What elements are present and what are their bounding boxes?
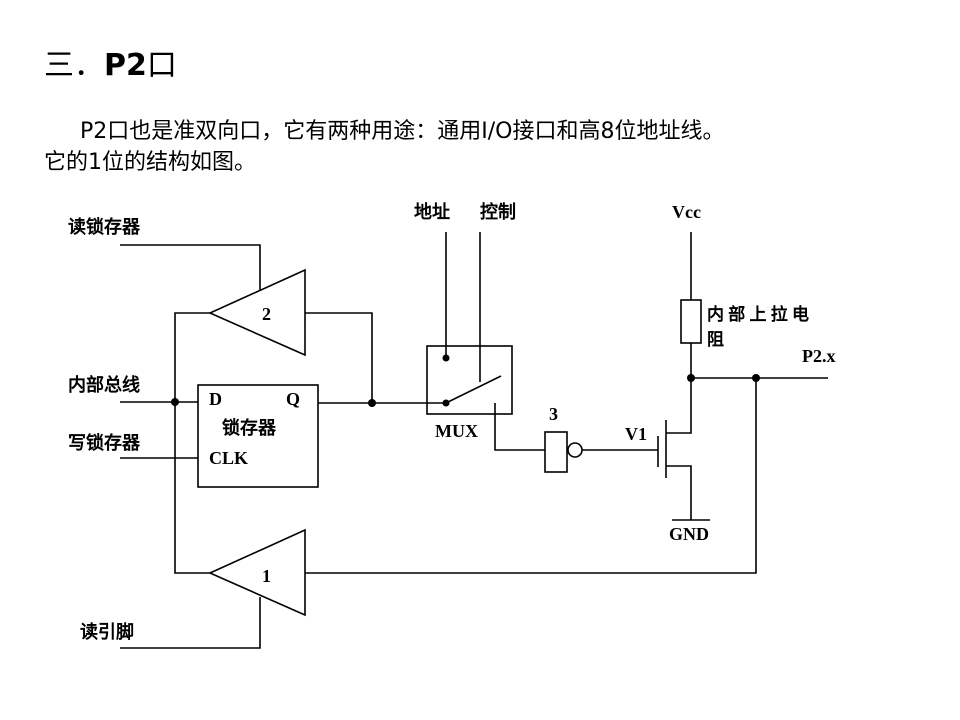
latch-box	[197, 384, 319, 488]
buffer-1-triangle	[208, 528, 306, 617]
slide-title: 三．P2口	[44, 46, 177, 86]
junction-mux-pivot	[442, 399, 450, 407]
description-line-1: P2口也是准双向口，它有两种用途：通用I/O接口和高8位地址线。	[80, 119, 725, 144]
label-read-pin: 读引脚	[80, 621, 134, 642]
wire-read-pin	[120, 597, 261, 649]
junction-mux-address	[442, 354, 450, 362]
wire-pin-feedback	[305, 378, 757, 574]
label-buffer-1: 1	[262, 566, 271, 586]
label-write-latch: 写锁存器	[68, 432, 141, 453]
label-vcc: Vcc	[672, 202, 701, 222]
junction-q	[368, 399, 376, 407]
mux-box	[426, 345, 513, 415]
label-pullup-line1: 内 部 上 拉 电	[707, 304, 809, 324]
description-paragraph: P2口也是准双向口，它有两种用途：通用I/O接口和高8位地址线。 它的1位的结构…	[44, 116, 924, 178]
title-port: P2	[104, 48, 147, 83]
label-address: 地址	[414, 201, 450, 222]
label-gnd: GND	[669, 524, 709, 544]
label-latch-d: D	[209, 389, 222, 409]
wire-mux-out	[494, 403, 545, 451]
transistor-drain	[666, 378, 692, 434]
mux-switch-arm	[445, 375, 502, 404]
inverter-3-bubble	[567, 442, 583, 458]
junction-drain	[687, 374, 695, 382]
label-mux: MUX	[435, 421, 478, 441]
junction-bus	[171, 398, 179, 406]
label-pullup-line2: 阻	[707, 330, 724, 349]
label-read-latch: 读锁存器	[68, 216, 141, 237]
pullup-resistor	[680, 299, 702, 344]
label-control: 控制	[480, 201, 516, 222]
inverter-3-body	[544, 431, 568, 473]
description-line-2: 它的1位的结构如图。	[44, 150, 256, 175]
label-latch-clk: CLK	[209, 448, 248, 468]
label-latch-name: 锁存器	[222, 417, 277, 438]
label-port-pin: P2.x	[802, 346, 836, 366]
transistor-source	[666, 465, 692, 520]
wire-bus-to-buffer1	[174, 402, 210, 574]
label-buffer-2: 2	[262, 304, 271, 324]
junction-pin	[752, 374, 760, 382]
label-transistor-v1: V1	[625, 424, 647, 444]
wire-latch-feedback	[305, 312, 373, 403]
label-latch-q: Q	[286, 389, 300, 409]
wire-buffer2-out	[174, 312, 210, 402]
wire-read-latch	[120, 244, 261, 290]
title-prefix: 三．	[44, 48, 104, 83]
label-internal-bus: 内部总线	[68, 374, 140, 395]
buffer-2-triangle	[208, 268, 306, 357]
label-inverter-3: 3	[549, 404, 558, 424]
title-suffix: 口	[146, 48, 177, 83]
